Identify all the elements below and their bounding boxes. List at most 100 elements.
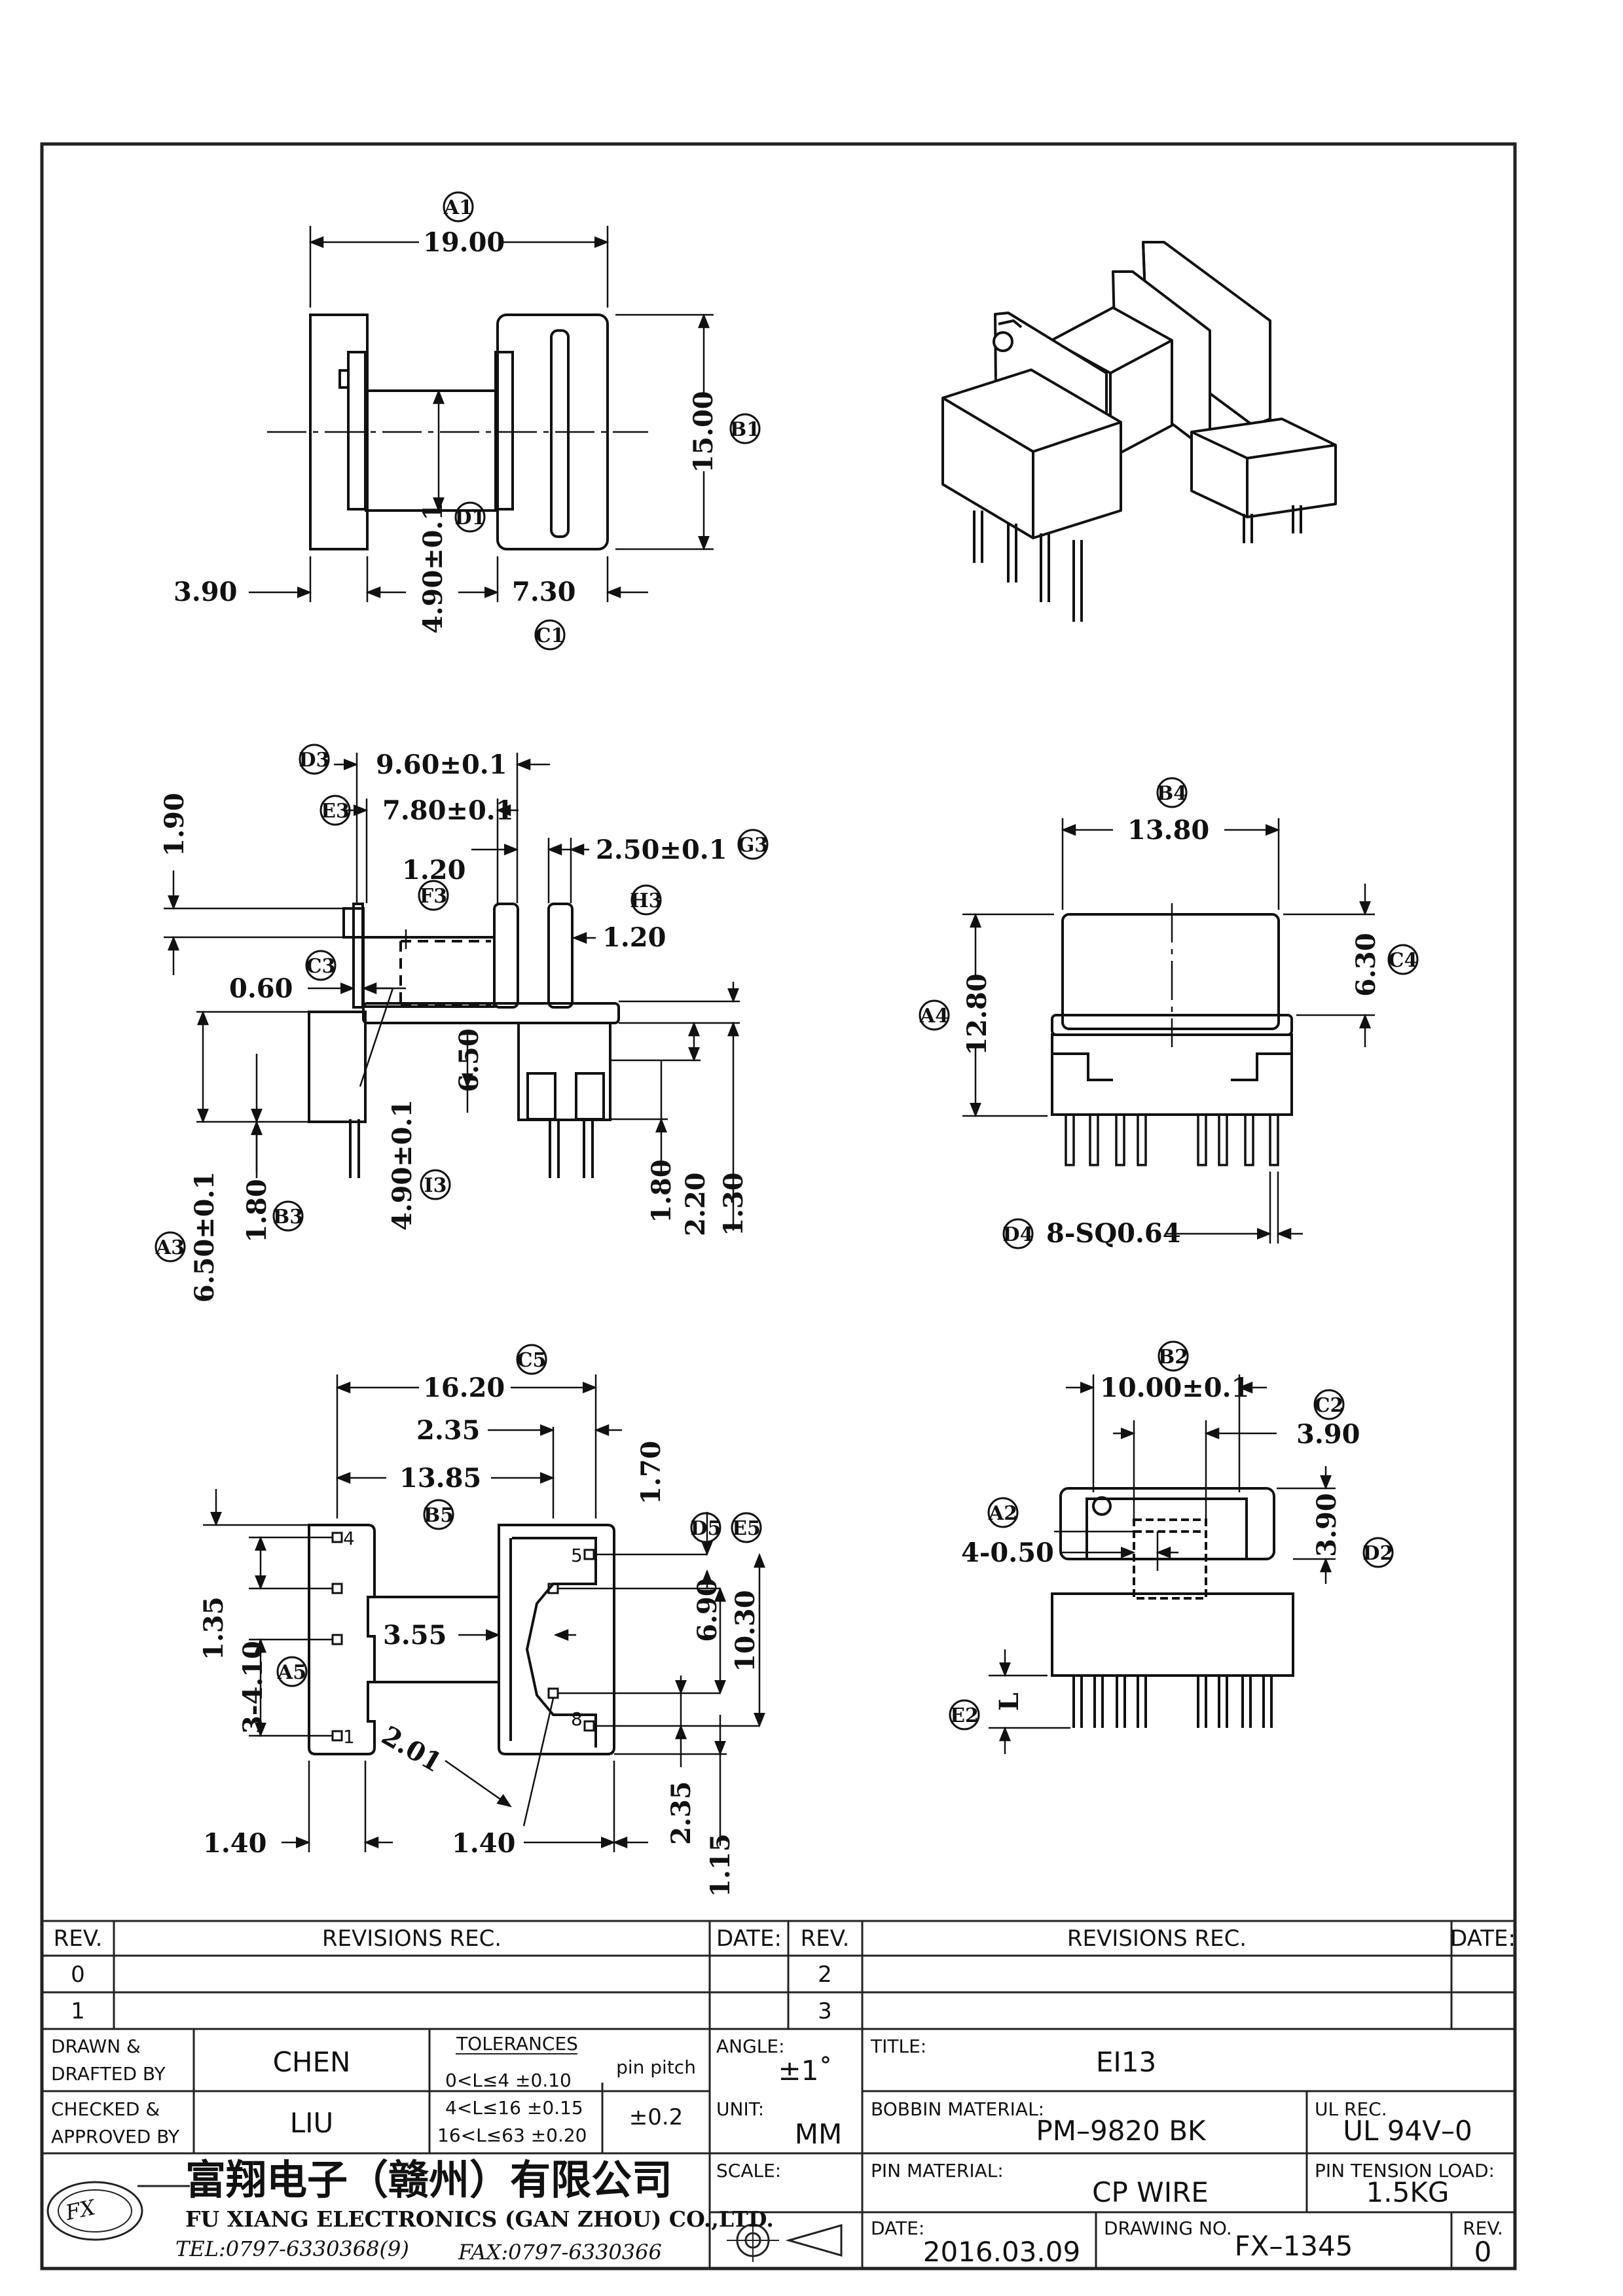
dim-f3: 1.20 <box>402 855 465 886</box>
tag-b3: B3 <box>273 1206 303 1229</box>
dim-6-90: 6.90 <box>692 1578 723 1641</box>
dim-10-30: 10.30 <box>730 1590 761 1672</box>
dim-b2: 10.00±0.1 <box>1100 1372 1249 1403</box>
pin-material-label: PIN MATERIAL: <box>871 2160 1004 2181</box>
pin-number-1: 1 <box>343 1726 355 1748</box>
scale-label: SCALE: <box>716 2160 781 2181</box>
dim-b4: 13.80 <box>1127 815 1209 846</box>
front-view <box>919 777 1419 1249</box>
dim-1-40-right: 1.40 <box>452 1828 515 1859</box>
front-view-labels: 13.80 B4 12.80 A4 6.30 C4 8-SQ0.64 D4 <box>919 782 1417 1249</box>
dim-c2: 3.90 <box>1296 1419 1360 1450</box>
dim-b3: 1.80 <box>242 1179 272 1242</box>
title-label: TITLE: <box>870 2036 926 2057</box>
dim-d2: 3.90 <box>1311 1493 1342 1556</box>
pin-material-value: CP WIRE <box>1092 2176 1209 2208</box>
tag-b2: B2 <box>1158 1346 1188 1369</box>
dim-h3: 1.20 <box>602 922 666 953</box>
dim-d1: 4.90±0.1 <box>418 503 448 634</box>
dim-e2-l: L <box>994 1693 1025 1711</box>
end-view-labels: 10.00±0.1 B2 3.90 C2 4-0.50 A2 3.90 D2 L… <box>950 1346 1393 1727</box>
dim-i3: 4.90±0.1 <box>387 1100 418 1231</box>
dim-2-35-top: 2.35 <box>416 1415 480 1446</box>
date-value: 2016.03.09 <box>923 2236 1080 2268</box>
dim-2-01: 2.01 <box>376 1720 447 1778</box>
checked-label-line1: CHECKED & <box>51 2098 160 2120</box>
dim-left-3-90: 3.90 <box>173 577 237 607</box>
dim-a1: 19.00 <box>423 227 505 258</box>
dim-c5: 16.20 <box>423 1372 505 1403</box>
tag-c3: C3 <box>306 955 336 978</box>
company-logo-fx: FX <box>63 2195 98 2225</box>
tag-b4: B4 <box>1157 782 1187 805</box>
top-view <box>249 191 761 651</box>
dim-1-80: 1.80 <box>646 1159 677 1223</box>
angle-value: ±1˚ <box>778 2054 833 2087</box>
dim-1-30: 1.30 <box>718 1172 749 1236</box>
tag-c1: C1 <box>536 624 565 647</box>
top-view-labels: 19.00 A1 15.00 B1 4.90±0.1 D1 7.30 C1 3.… <box>173 196 760 647</box>
pin-number-5: 5 <box>571 1545 583 1566</box>
company-fax: FAX:0797-6330366 <box>458 2240 662 2265</box>
date-label: DATE: <box>871 2217 924 2239</box>
tag-e5: E5 <box>732 1517 761 1540</box>
revisions-rec-header-left: REVISIONS REC. <box>322 1926 501 1952</box>
angle-label: ANGLE: <box>716 2036 785 2057</box>
sheet-border <box>40 142 1517 2270</box>
pin-pitch-label: pin pitch <box>616 2056 696 2078</box>
tag-d1: D1 <box>455 507 486 529</box>
company-name-chinese: 富翔电子（赣州）有限公司 <box>185 2156 672 2204</box>
dim-1-90: 1.90 <box>159 793 190 856</box>
bobbin-material-value: PM–9820 BK <box>1036 2115 1207 2147</box>
dim-d4: 8-SQ0.64 <box>1046 1218 1181 1249</box>
dim-e3: 7.80±0.1 <box>382 795 514 826</box>
dim-2-20: 2.20 <box>680 1172 711 1236</box>
rev-header-right: REV. <box>801 1926 850 1952</box>
revisions-table <box>42 1920 1515 2030</box>
tag-a5: A5 <box>277 1661 306 1684</box>
tag-g3: G3 <box>738 834 769 857</box>
rev-row-2: 2 <box>818 1962 832 1988</box>
bottom-view-labels: 16.20 C5 2.35 13.85 B5 1.70 D5 E5 1.35 3… <box>198 1349 761 1897</box>
pin-number-4: 4 <box>343 1528 355 1549</box>
dim-a4: 12.80 <box>962 973 993 1055</box>
side-view-labels: 9.60±0.1 D3 7.80±0.1 E3 1.20 F3 2.50±0.1… <box>155 749 768 1302</box>
title-block <box>42 2029 1515 2269</box>
rev-value: 0 <box>1474 2236 1492 2268</box>
title-block-text: DRAWN & DRAFTED BY CHEN CHECKED & APPROV… <box>51 2033 1503 2268</box>
rev-label: REV. <box>1463 2217 1503 2239</box>
tolerance-range-3: 16<L≤63 ±0.20 <box>437 2125 587 2146</box>
tag-d5: D5 <box>691 1517 721 1540</box>
tag-d3: D3 <box>299 749 330 772</box>
isometric-view <box>941 241 1337 622</box>
tag-d4: D4 <box>1003 1223 1034 1246</box>
dim-c1: 7.30 <box>512 577 575 607</box>
rev-row-0: 0 <box>71 1962 85 1988</box>
dim-6-50: 6.50 <box>454 1028 484 1092</box>
bobbin-material-label: BOBBIN MATERIAL: <box>871 2098 1044 2120</box>
tag-d2: D2 <box>1363 1542 1394 1565</box>
drawing-no-value: FX–1345 <box>1235 2230 1353 2262</box>
dim-a3: 6.50±0.1 <box>189 1172 220 1303</box>
rev-row-3: 3 <box>818 1998 832 2024</box>
tag-c2: C2 <box>1315 1394 1344 1417</box>
checked-value: LIU <box>290 2107 334 2139</box>
tag-e3: E3 <box>321 800 350 823</box>
rev-header-left: REV. <box>54 1926 103 1952</box>
dim-a5: 3-4.10 <box>238 1641 268 1734</box>
tolerance-range-1: 0<L≤4 ±0.10 <box>445 2070 572 2091</box>
dim-1-70: 1.70 <box>636 1441 666 1504</box>
pin-number-8: 8 <box>571 1708 583 1730</box>
dim-1-15: 1.15 <box>705 1833 736 1897</box>
drawn-label-line1: DRAWN & <box>51 2036 141 2057</box>
date-header-right: DATE: <box>1450 1926 1516 1952</box>
ul-rec-label: UL REC. <box>1315 2098 1387 2120</box>
tag-a1: A1 <box>443 196 473 219</box>
dim-c3: 0.60 <box>229 973 293 1004</box>
tag-a4: A4 <box>919 1005 949 1028</box>
company-telephone: TEL:0797-6330368(9) <box>175 2236 409 2261</box>
dim-1-40-left: 1.40 <box>203 1828 266 1859</box>
tag-a2: A2 <box>988 1502 1017 1525</box>
pin-pitch-value: ±0.2 <box>629 2104 684 2130</box>
